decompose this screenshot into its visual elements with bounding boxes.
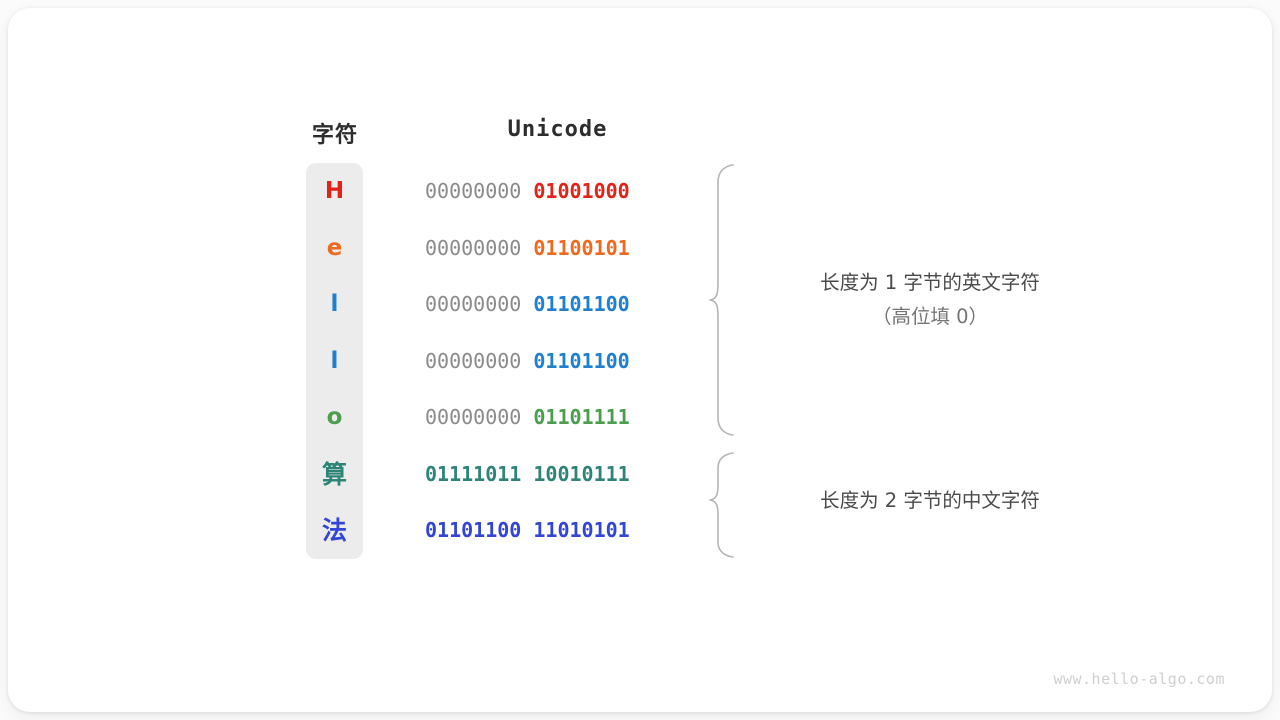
low-byte: 11010101 xyxy=(533,518,630,542)
watermark: www.hello-algo.com xyxy=(1053,670,1225,688)
annotation-one-byte-line1: 长度为 1 字节的英文字符 xyxy=(820,271,1040,294)
annotation-two-byte: 长度为 2 字节的中文字符 xyxy=(760,484,1100,518)
byte-separator xyxy=(521,179,533,203)
column-header-character: 字符 xyxy=(311,122,358,147)
unicode-bits-cell: 00000000 01101100 xyxy=(425,276,690,333)
annotation-one-byte: 长度为 1 字节的英文字符 （高位填 0） xyxy=(760,266,1100,334)
byte-separator xyxy=(521,518,533,542)
annotation-two-byte-line1: 长度为 2 字节的中文字符 xyxy=(820,489,1040,512)
unicode-bits-cell: 01101100 11010101 xyxy=(425,502,690,559)
table-row: l 00000000 01101100 xyxy=(0,333,1280,390)
unicode-bits-cell: 00000000 01100101 xyxy=(425,220,690,277)
character-cell: 法 xyxy=(321,516,347,545)
low-byte: 01100101 xyxy=(533,235,630,260)
character-cell: e xyxy=(326,234,343,261)
unicode-bits-cell: 01111011 10010111 xyxy=(425,446,690,503)
low-byte: 01101100 xyxy=(533,348,630,373)
table-row: 法 01101100 11010101 xyxy=(0,502,1280,559)
unicode-bits-cell: 00000000 01101100 xyxy=(425,333,690,390)
character-cell: H xyxy=(324,178,345,204)
unicode-bits-cell: 00000000 01001000 xyxy=(425,163,690,220)
character-cell: o xyxy=(326,404,343,430)
unicode-bits-cell: 00000000 01101111 xyxy=(425,389,690,446)
high-byte: 00000000 xyxy=(425,179,522,203)
table-row: 算 01111011 10010111 xyxy=(0,446,1280,503)
high-byte: 00000000 xyxy=(425,235,522,260)
high-byte: 00000000 xyxy=(425,405,522,429)
byte-separator xyxy=(521,462,533,486)
byte-separator xyxy=(521,236,533,260)
character-cell: 算 xyxy=(321,459,347,489)
high-byte: 01111011 xyxy=(425,461,522,486)
white-card xyxy=(8,8,1272,712)
character-cell: l xyxy=(330,347,339,374)
character-column-background xyxy=(306,163,363,559)
low-byte: 01001000 xyxy=(533,179,630,203)
byte-separator xyxy=(521,292,533,316)
table-row: e 00000000 01100101 xyxy=(0,220,1280,277)
character-cell: l xyxy=(330,291,339,317)
high-byte: 00000000 xyxy=(425,292,522,316)
byte-separator xyxy=(521,405,533,429)
annotation-one-byte-line2: （高位填 0） xyxy=(871,305,989,328)
table-row: l 00000000 01101100 xyxy=(0,276,1280,333)
high-byte: 00000000 xyxy=(425,348,522,373)
table-row: o 00000000 01101111 xyxy=(0,389,1280,446)
low-byte: 10010111 xyxy=(533,461,630,486)
low-byte: 01101111 xyxy=(533,405,630,429)
table-row: H 00000000 01001000 xyxy=(0,163,1280,220)
byte-separator xyxy=(521,349,533,373)
column-header-unicode: Unicode xyxy=(507,117,608,142)
high-byte: 01101100 xyxy=(425,518,522,542)
low-byte: 01101100 xyxy=(533,292,630,316)
